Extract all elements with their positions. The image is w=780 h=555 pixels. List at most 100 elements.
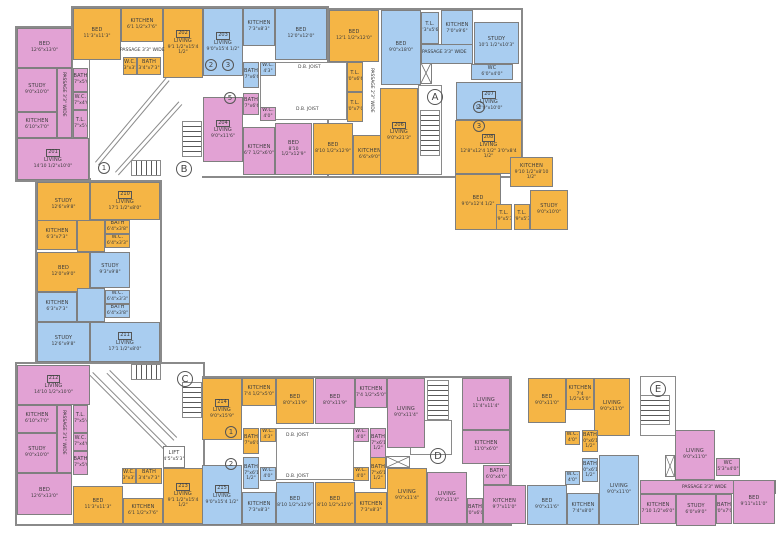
room-name: BED [748, 495, 760, 502]
room-name: LIVING [477, 397, 495, 404]
room-name: BED [287, 139, 300, 146]
room-name: BED [329, 394, 341, 401]
stair-core-marker: C [177, 371, 193, 387]
room-dimensions: 12'0"x10'0" [475, 105, 503, 111]
duct-label: D.B. JOIST [298, 65, 321, 70]
top-left-void [90, 58, 202, 178]
room-name: BED [289, 496, 301, 503]
room-name: BED [327, 142, 339, 149]
room-name: BATH [582, 460, 598, 467]
room-name: KITCHEN [25, 118, 49, 125]
room-dimensions: 7'4 1/2"x5'0" [356, 393, 387, 399]
room-dimensions: 4'9"x5'3" [515, 217, 529, 223]
room-name: BED [38, 41, 51, 48]
room-name: BED [348, 29, 360, 36]
room-name: KITCHEN [445, 22, 469, 29]
room-dimensions: 9'0"x11'0" [606, 490, 632, 496]
room-dimensions: 9'0"x10'0" [24, 453, 50, 459]
room-dimensions: 4'0" [567, 438, 578, 444]
room-dimensions: 9'0"x12'4 1/2" [461, 202, 495, 208]
room-dimensions: 8'10 1/2"x12'9" [281, 146, 306, 157]
room-name: KITCHEN [568, 384, 592, 391]
room-name: KITCHEN [519, 162, 544, 169]
room-dimensions: 6'0"x9'0" [685, 510, 707, 516]
room-name: KITCHEN [571, 502, 595, 509]
room-name: W.C. [262, 62, 274, 69]
room-name: LIVING [390, 129, 408, 136]
room-name: T.L. [75, 412, 86, 419]
room-name: BATH [110, 220, 125, 227]
room-name: LIVING [214, 39, 232, 46]
unit-number: 208 [481, 134, 496, 143]
room-dimensions: 9'7"x11'0" [492, 504, 517, 510]
room-dimensions: 4'0" [263, 114, 273, 120]
room-bc-wc-orange: W.C.4'0" [353, 467, 369, 481]
room-dimensions: 6'0"x4'0" [485, 475, 508, 481]
room-name: KITCHEN [131, 504, 155, 511]
unit-number: 206 [392, 121, 406, 130]
room-name: KITCHEN [25, 412, 49, 419]
room-dimensions: 4'9"x5'3" [497, 217, 511, 223]
room-dimensions: 12'6"x13'0" [30, 494, 58, 500]
room-name: BED [38, 487, 51, 494]
room-name: BATH [141, 469, 157, 476]
room-name: STUDY [54, 335, 73, 342]
room-name: BED [295, 27, 307, 34]
room-name: BATH [467, 504, 483, 511]
room-tm-wc-pink: W.C.4'0" [260, 107, 276, 121]
room-name: LIVING [44, 382, 63, 389]
room-dimensions: 4'0" [356, 474, 366, 480]
room-dimensions: 12'1 1/2"x12'0" [336, 36, 372, 42]
room-dimensions: 11'0"x6'0" [473, 447, 499, 453]
room-name: W.C. [355, 428, 367, 435]
passage-label: PASSAGE 3'3" WIDE [61, 72, 66, 117]
room-name: BATH [141, 59, 157, 66]
room-dimensions: 5'0"x6'6" [348, 77, 362, 83]
room-name: T.L. [75, 117, 86, 124]
room-dimensions: 3'7"x6'0" [244, 441, 258, 447]
room-dimensions: 8'0"x11'9" [322, 401, 348, 407]
room-name: BATH [243, 97, 259, 104]
stair-core-marker: E [650, 381, 666, 397]
room-dimensions: 9'11"x11'0" [740, 502, 768, 508]
lift-shaft-bottom-center [386, 456, 410, 468]
room-name: KITCHEN [359, 501, 383, 508]
room-dimensions: 3'7"x6'10 1/2" [371, 470, 386, 481]
room-name: BATH [243, 463, 259, 470]
room-bl-tl: T.L.3'7"x5'4" [73, 405, 88, 433]
room-name: W.C. [74, 435, 87, 442]
room-name: KITCHEN [247, 20, 271, 27]
duct-label: D.B. JOIST [296, 107, 319, 112]
room-name: KITCHEN [474, 440, 498, 447]
room-ml-wc-1: W.C.6'4"x3'3" [105, 234, 130, 248]
room-dimensions: 17'1 1/2"x8'0" [108, 205, 142, 211]
room-name: BATH [582, 431, 598, 438]
room-dimensions: 12'6"x9'8" [51, 342, 76, 348]
room-dimensions: 7'10 1/2"x6'0" [641, 509, 675, 515]
unit-marker: 3 [473, 120, 485, 132]
room-dimensions: 10'1 1/2"x10'3" [478, 43, 515, 49]
room-tl-wc-2: W.C.4'3" [260, 62, 276, 76]
room-dimensions: 4'0"x6'10 1/2" [583, 438, 598, 449]
room-tl-wc-1: W.C.2'3"x3'3" [123, 57, 137, 75]
